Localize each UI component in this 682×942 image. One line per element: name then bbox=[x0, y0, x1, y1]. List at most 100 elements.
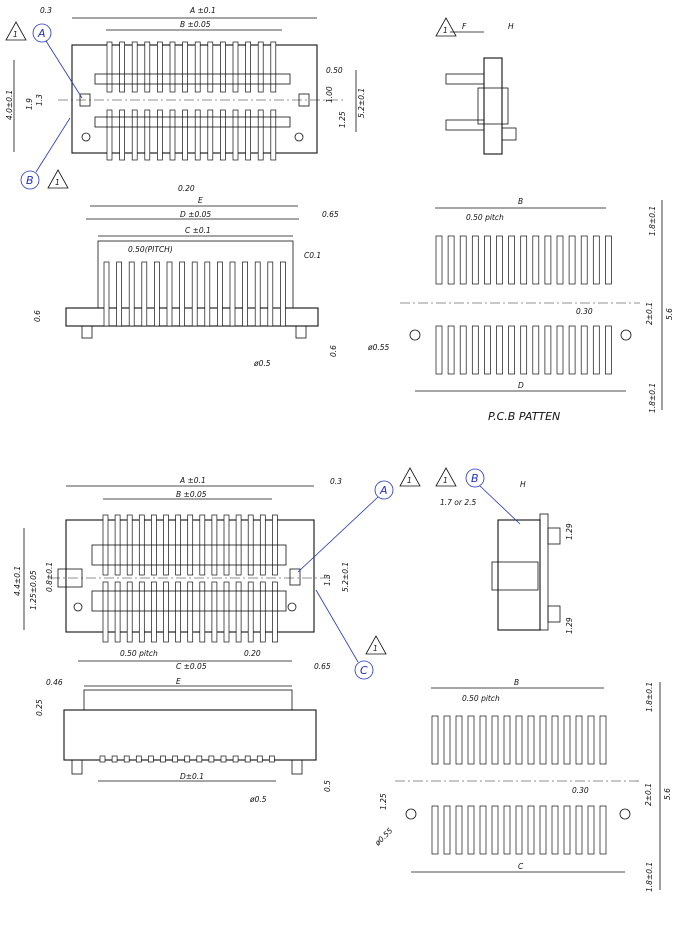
connector-pin bbox=[103, 261, 110, 327]
connector-pin bbox=[194, 109, 201, 161]
connector-pin bbox=[220, 109, 226, 161]
top-plan-view: A ±0.1 B ±0.05 0.3 0.50 1.00 1.25 5.2±0.… bbox=[5, 6, 366, 220]
pcb-pattern-title: P.C.B PATTEN bbox=[488, 410, 560, 423]
callout-c-bottom-label: C bbox=[360, 664, 368, 677]
top-0-50: 0.50 bbox=[326, 66, 343, 75]
bot-side-h: H bbox=[520, 480, 526, 489]
connector-pin bbox=[123, 755, 130, 763]
connector-pin bbox=[163, 581, 169, 643]
bot-front-d-dim: D±0.1 bbox=[180, 772, 204, 781]
top-1-9: 1.9 bbox=[25, 98, 34, 110]
top-pcb-hole: ø0.55 bbox=[367, 343, 390, 352]
bot-front-0-25: 0.25 bbox=[35, 699, 44, 716]
bot-0-3: 0.3 bbox=[330, 477, 342, 486]
bot-pcb-1-25: 1.25 bbox=[379, 793, 388, 810]
connector-pin bbox=[229, 261, 236, 327]
pcb-pad bbox=[491, 715, 499, 765]
top-5-2: 5.2±0.1 bbox=[357, 88, 366, 118]
rev-triangle-5-label: 1 bbox=[443, 476, 448, 485]
pcb-pad bbox=[508, 235, 515, 285]
top-side-f: F bbox=[462, 22, 467, 31]
pcb-pad bbox=[544, 325, 552, 375]
pcb-pad bbox=[551, 805, 559, 855]
pcb-pad bbox=[484, 325, 491, 375]
connector-pin bbox=[102, 581, 109, 643]
connector-pin bbox=[144, 41, 151, 93]
connector-pin bbox=[280, 261, 286, 327]
connector-pin bbox=[128, 261, 135, 327]
rev-triangle-2-label: 1 bbox=[55, 178, 60, 187]
connector-pin bbox=[138, 581, 145, 643]
top-side-view: F H bbox=[445, 22, 517, 155]
top-0-20: 0.20 bbox=[178, 184, 195, 193]
connector-pin bbox=[208, 755, 215, 763]
pcb-pad bbox=[435, 235, 443, 285]
connector-pin bbox=[235, 581, 242, 643]
bot-side-1-29a: 1.29 bbox=[565, 523, 574, 540]
connector-pin bbox=[199, 581, 206, 643]
connector-pin bbox=[259, 581, 266, 643]
pcb-pad bbox=[467, 805, 475, 855]
callout-a-top: A bbox=[32, 23, 83, 99]
rev-triangle-1: 1 bbox=[5, 21, 27, 41]
connector-pin bbox=[223, 581, 230, 643]
top-front-hole: ø0.5 bbox=[253, 359, 271, 368]
connector-pin bbox=[131, 41, 138, 93]
pcb-pad bbox=[515, 805, 523, 855]
top-4-0: 4.0±0.1 bbox=[5, 90, 14, 120]
top-side-h: H bbox=[508, 22, 514, 31]
pcb-pad bbox=[539, 715, 547, 765]
connector-pin bbox=[135, 755, 142, 763]
pcb-pad bbox=[459, 235, 467, 285]
connector-pin bbox=[196, 755, 203, 763]
connector-pin bbox=[169, 109, 176, 161]
top-pcb-pattern: B 0.50 pitch 1.8±0.1 2±0.1 5.6 1.8±0.1 0… bbox=[367, 197, 674, 423]
pcb-pad bbox=[471, 325, 479, 375]
bot-pcb-0-30: 0.30 bbox=[572, 786, 589, 795]
bottom-front-view: E 0.46 0.25 D±0.1 ø0.5 0.5 bbox=[35, 677, 332, 804]
bot-a-dim: A ±0.1 bbox=[179, 476, 206, 485]
pcb-pad bbox=[556, 325, 564, 375]
connector-pin bbox=[232, 755, 239, 763]
pcb-pad bbox=[508, 325, 515, 375]
bot-front-0-5: 0.5 bbox=[323, 780, 332, 792]
bot-pcb-1-8a: 1.8±0.1 bbox=[645, 682, 654, 712]
connector-pin bbox=[245, 109, 251, 161]
callout-b-bottom: B bbox=[465, 468, 521, 525]
connector-pin bbox=[232, 41, 239, 93]
bot-1-3: 1.3 bbox=[323, 574, 332, 586]
bot-pcb-2-0: 2±0.1 bbox=[644, 783, 653, 806]
bot-pcb-c-dim: C bbox=[518, 862, 524, 871]
top-pcb-1-8a: 1.8±0.1 bbox=[648, 206, 657, 236]
top-a-dim: A ±0.1 bbox=[189, 6, 216, 15]
bot-pcb-hole: ø0.55 bbox=[372, 826, 394, 848]
bot-pcb-pitch: 0.50 pitch bbox=[462, 694, 500, 703]
bottom-pcb-pattern: B 0.50 pitch 1.8±0.1 2±0.1 5.6 1.8±0.1 0… bbox=[372, 678, 672, 892]
pcb-pad bbox=[575, 805, 583, 855]
rev-triangle-6: 1 bbox=[365, 635, 387, 655]
top-pcb-1-8b: 1.8±0.1 bbox=[648, 383, 657, 413]
connector-pin bbox=[157, 41, 163, 93]
top-pcb-d-dim: D bbox=[518, 381, 524, 390]
pcb-pad bbox=[587, 805, 595, 855]
connector-pin bbox=[119, 41, 125, 93]
pcb-pad bbox=[599, 715, 607, 765]
connector-pin bbox=[270, 109, 277, 161]
pcb-pad bbox=[605, 235, 612, 285]
pcb-pad bbox=[447, 235, 455, 285]
connector-pin bbox=[148, 755, 154, 763]
connector-pin bbox=[256, 755, 263, 763]
rev-triangle-1-label: 1 bbox=[13, 30, 18, 39]
pcb-pad bbox=[503, 805, 511, 855]
connector-pin bbox=[247, 581, 254, 643]
top-1-3: 1.3 bbox=[35, 94, 44, 106]
top-pcb-b-dim: B bbox=[518, 197, 523, 206]
connector-pin bbox=[111, 755, 118, 763]
connector-pin bbox=[194, 41, 201, 93]
connector-pin bbox=[182, 41, 188, 93]
bot-front-e-dim: E bbox=[176, 677, 181, 686]
pcb-pad bbox=[479, 715, 487, 765]
pcb-pad bbox=[431, 715, 439, 765]
pcb-pad bbox=[520, 325, 528, 375]
pcb-pad bbox=[592, 325, 600, 375]
